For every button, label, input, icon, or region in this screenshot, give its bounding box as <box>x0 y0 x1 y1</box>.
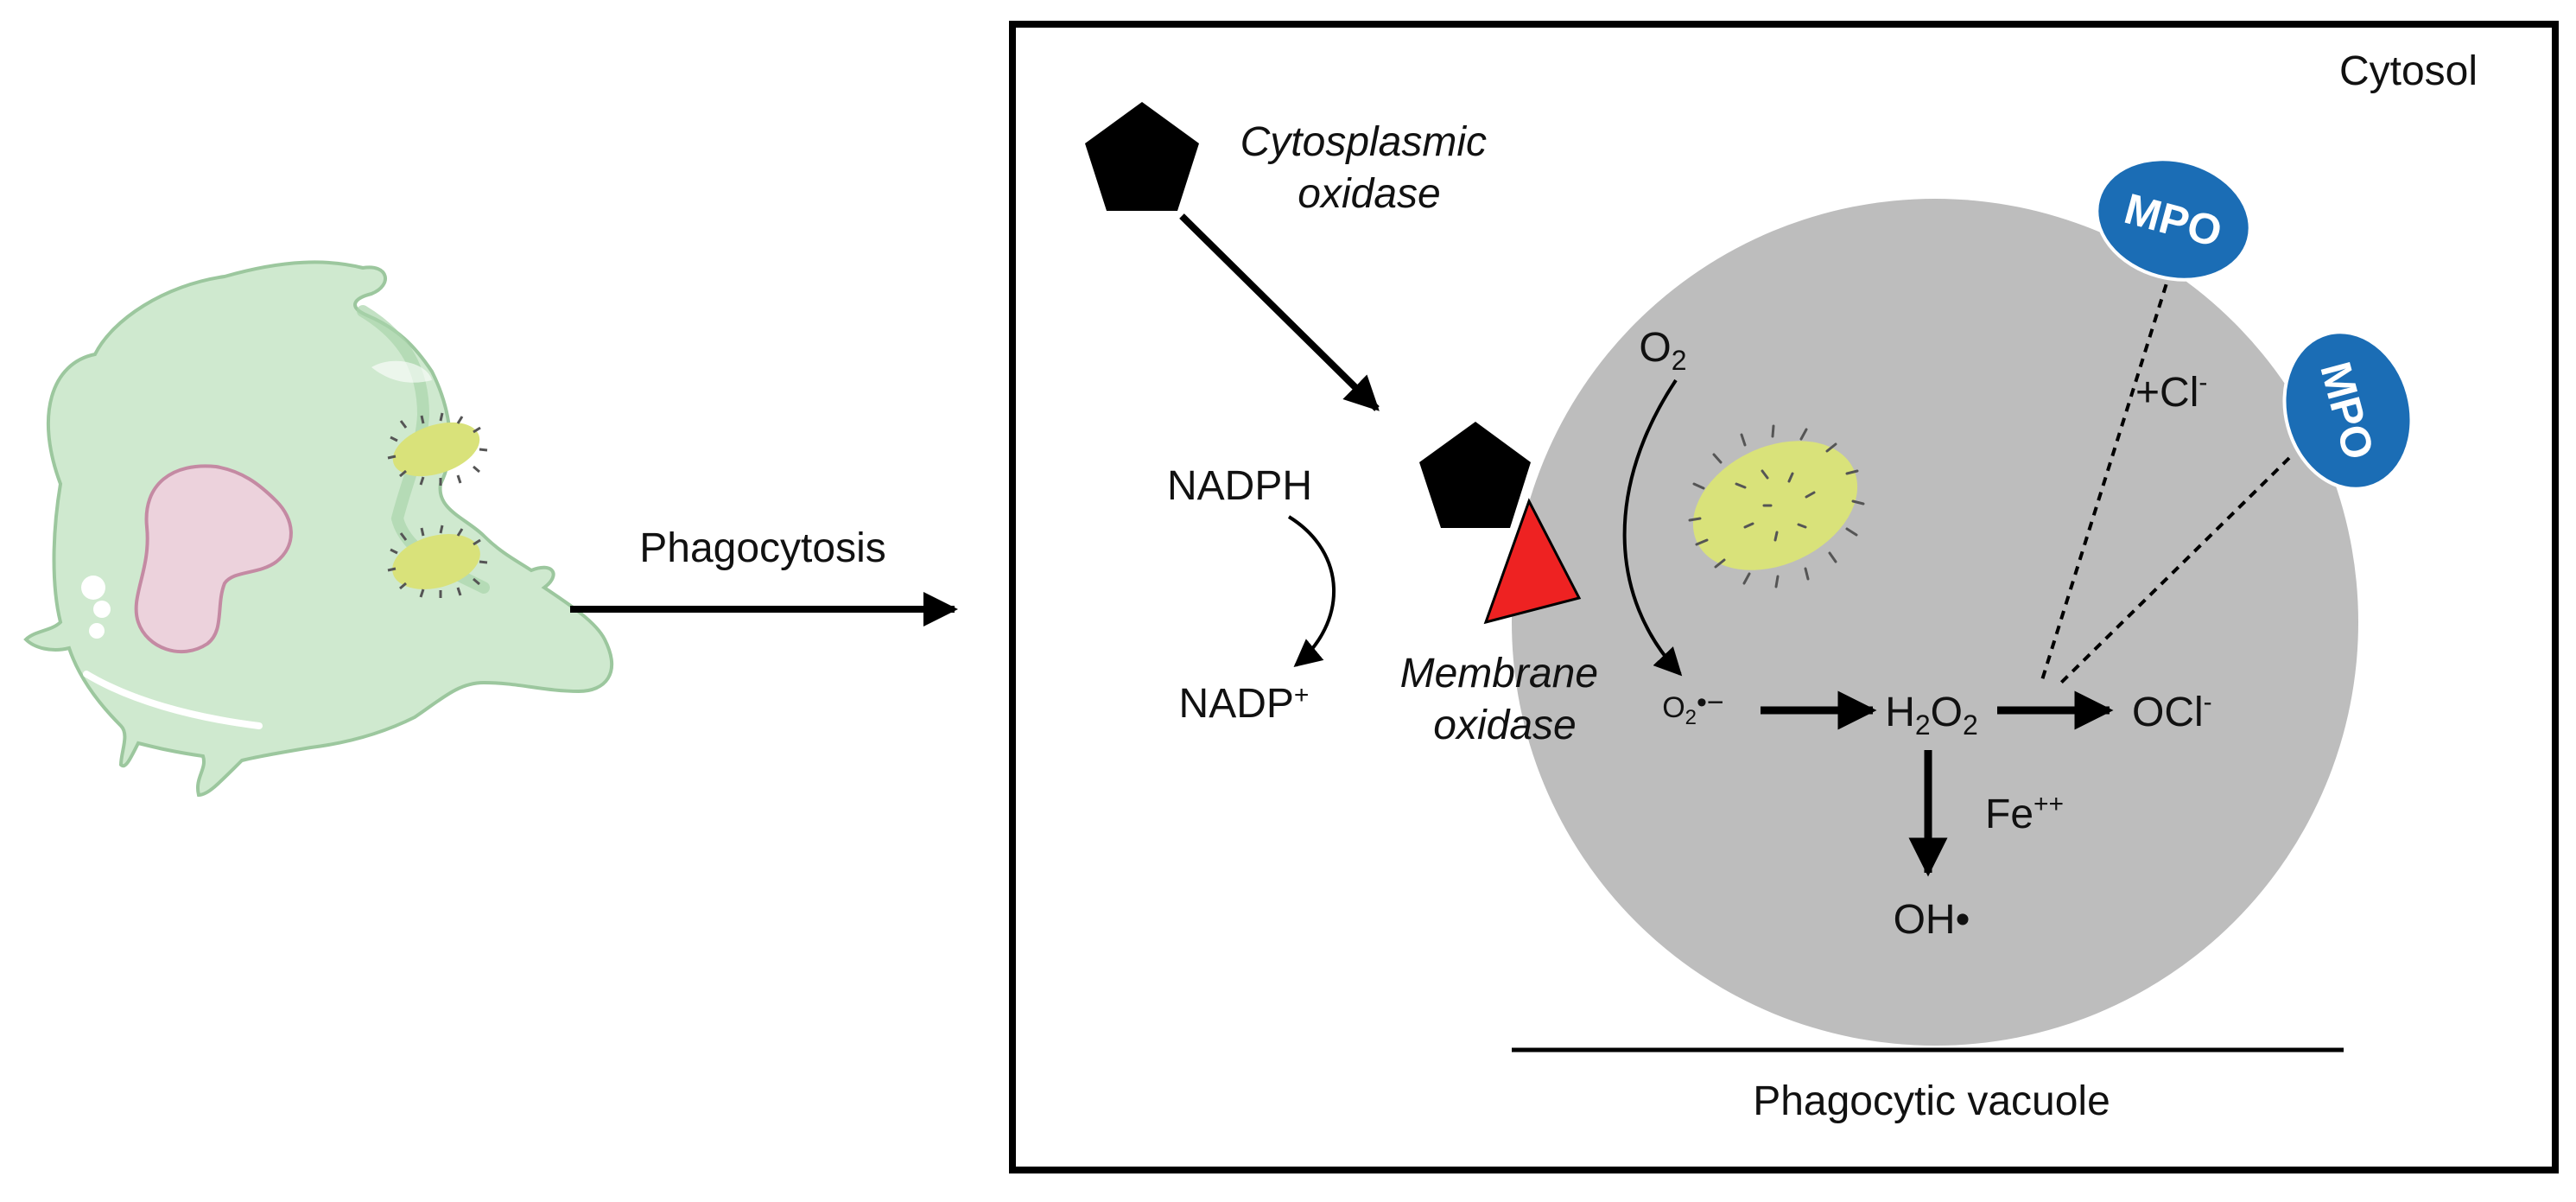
nucleus <box>134 464 293 653</box>
membrane-oxidase-triangle-icon <box>1483 498 1582 625</box>
membrane-pentagon-icon <box>1419 422 1531 528</box>
nadph-label: NADPH <box>1167 463 1312 509</box>
oh-label: OH• <box>1894 897 1970 943</box>
granule <box>89 623 105 639</box>
superoxide-label: O2•− <box>1662 686 1724 729</box>
cytosol-label: Cytosol <box>2339 48 2478 94</box>
granule <box>93 601 111 618</box>
cell-highlight <box>83 671 263 729</box>
phagocyte-cell-icon <box>23 260 614 798</box>
pseudopod-gap <box>371 360 432 383</box>
cyto-oxidase-pentagon-icon <box>1085 102 1199 211</box>
phagocytic-vacuole <box>1512 199 2358 1046</box>
cyto-oxidase-label: Cytosplasmic oxidase <box>1240 119 1499 217</box>
cl-label: +Cl- <box>2135 368 2207 416</box>
cell-body <box>23 260 614 798</box>
membrane-oxidase-line2: oxidase <box>1433 703 1576 748</box>
nadp-label: NADP+ <box>1179 681 1310 727</box>
mpo-dashed-line <box>2059 456 2291 684</box>
fe-label: Fe++ <box>1985 790 2064 837</box>
bacterium-icon <box>1688 424 1865 588</box>
membrane-oxidase-line1: Membrane <box>1400 651 1598 696</box>
ocl-label: OCl- <box>2132 688 2212 735</box>
o2-label: O2 <box>1639 325 1686 376</box>
membrane-oxidase-label: Membrane oxidase <box>1400 651 1610 748</box>
mpo-ellipse-icon: MPO <box>2282 330 2414 491</box>
mpo-dashed-line <box>2040 269 2173 684</box>
cyto-to-membrane-arrow <box>1179 213 1380 411</box>
mpo-ellipse-icon: MPO <box>2095 157 2252 282</box>
bacterium-icon <box>387 412 488 486</box>
h2o2-label: H2O2 <box>1885 690 1978 741</box>
granule <box>81 576 105 600</box>
bacterium-icon <box>387 525 488 598</box>
cytosol-frame <box>1009 21 2559 1173</box>
cyto-oxidase-line2: oxidase <box>1298 171 1440 217</box>
o2-arrow <box>1622 378 1683 677</box>
vacuole-label: Phagocytic vacuole <box>1753 1078 2110 1124</box>
nadph-arrow <box>1287 515 1336 668</box>
phagocytosis-label: Phagocytosis <box>639 525 886 571</box>
cyto-oxidase-line1: Cytosplasmic <box>1240 119 1487 165</box>
